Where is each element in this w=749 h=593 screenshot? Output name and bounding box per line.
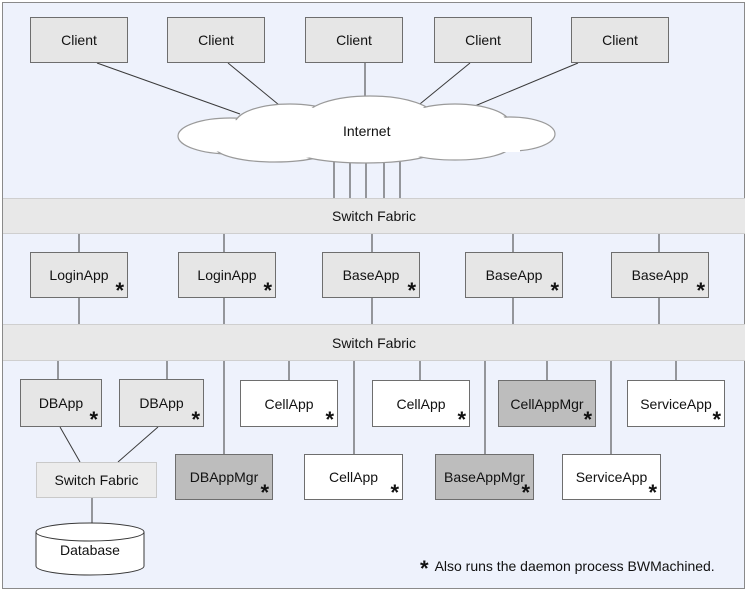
- serviceapp-box-2: ServiceApp *: [562, 454, 661, 504]
- client-label: Client: [61, 32, 97, 48]
- daemon-marker: *: [191, 407, 200, 432]
- dbappmgr-label: DBAppMgr: [189, 469, 259, 485]
- cellappmgr-box: CellAppMgr *: [498, 380, 596, 431]
- database-cylinder: [35, 522, 145, 576]
- dbappmgr-box: DBAppMgr *: [175, 454, 273, 504]
- dbapp-box-1: DBApp *: [20, 379, 102, 431]
- cellapp-label: CellApp: [328, 469, 379, 485]
- client-box-1: Client: [30, 17, 128, 63]
- cellapp-label: CellApp: [396, 395, 446, 412]
- client-box-4: Client: [434, 17, 532, 63]
- loginapp-box-2: LoginApp *: [178, 252, 276, 302]
- client-label: Client: [602, 32, 638, 48]
- daemon-marker: *: [712, 407, 721, 432]
- baseapp-label: BaseApp: [485, 267, 543, 283]
- db-switch-fabric-box: Switch Fabric: [36, 462, 157, 498]
- switch-fabric-top: Switch Fabric: [3, 198, 745, 234]
- cellapp-box-1: CellApp *: [240, 380, 338, 431]
- baseapp-box-1: BaseApp *: [322, 252, 420, 302]
- serviceapp-label: ServiceApp: [575, 469, 648, 485]
- daemon-marker: *: [457, 407, 466, 432]
- daemon-marker: *: [407, 278, 416, 303]
- loginapp-box-1: LoginApp *: [30, 252, 128, 302]
- switch-fabric-middle: Switch Fabric: [3, 324, 745, 361]
- cellapp-box-2: CellApp *: [372, 380, 470, 431]
- client-box-3: Client: [305, 17, 403, 63]
- baseappmgr-box: BaseAppMgr *: [435, 454, 534, 504]
- database-label: Database: [60, 542, 120, 558]
- cellapp-box-3: CellApp *: [304, 454, 403, 504]
- daemon-marker: *: [696, 278, 705, 303]
- cellappmgr-label: CellAppMgr: [510, 395, 584, 412]
- legend-text: Also runs the daemon process BWMachined.: [434, 558, 715, 574]
- client-label: Client: [336, 32, 372, 48]
- dbapp-box-2: DBApp *: [119, 379, 204, 431]
- dbapp-label: DBApp: [38, 395, 84, 411]
- baseapp-box-3: BaseApp *: [611, 252, 709, 302]
- wire-dbapp-2-dbfabric: [117, 426, 159, 463]
- serviceapp-label: ServiceApp: [640, 395, 712, 412]
- daemon-marker: *: [648, 480, 657, 505]
- wire-client-5-internet: [469, 62, 579, 109]
- wire-client-4-internet: [414, 62, 471, 109]
- baseappmgr-label: BaseAppMgr: [444, 469, 525, 485]
- daemon-marker: *: [89, 407, 98, 432]
- baseapp-label: BaseApp: [342, 267, 400, 283]
- legend-marker: *: [420, 556, 429, 581]
- db-switch-fabric-label: Switch Fabric: [54, 472, 139, 488]
- baseapp-label: BaseApp: [631, 267, 689, 283]
- daemon-marker: *: [521, 480, 530, 505]
- wire-dbapp-1-dbfabric: [59, 426, 81, 463]
- client-label: Client: [465, 32, 501, 48]
- daemon-marker: *: [263, 278, 272, 303]
- switch-fabric-label: Switch Fabric: [331, 334, 417, 351]
- client-box-5: Client: [571, 17, 669, 63]
- loginapp-label: LoginApp: [197, 267, 257, 283]
- wire-client-1-internet: [96, 62, 241, 115]
- serviceapp-box-1: ServiceApp *: [627, 380, 725, 431]
- daemon-marker: *: [115, 278, 124, 303]
- legend: * Also runs the daemon process BWMachined…: [420, 556, 715, 582]
- daemon-marker: *: [583, 407, 592, 432]
- baseapp-box-2: BaseApp *: [465, 252, 563, 302]
- daemon-marker: *: [390, 480, 399, 505]
- switch-fabric-label: Switch Fabric: [331, 208, 417, 224]
- internet-label: Internet: [343, 123, 391, 139]
- loginapp-label: LoginApp: [49, 267, 109, 283]
- dbapp-label: DBApp: [139, 395, 184, 411]
- daemon-marker: *: [550, 278, 559, 303]
- client-label: Client: [198, 32, 234, 48]
- daemon-marker: *: [325, 407, 334, 432]
- client-box-2: Client: [167, 17, 265, 63]
- daemon-marker: *: [260, 480, 269, 505]
- cellapp-label: CellApp: [264, 395, 314, 412]
